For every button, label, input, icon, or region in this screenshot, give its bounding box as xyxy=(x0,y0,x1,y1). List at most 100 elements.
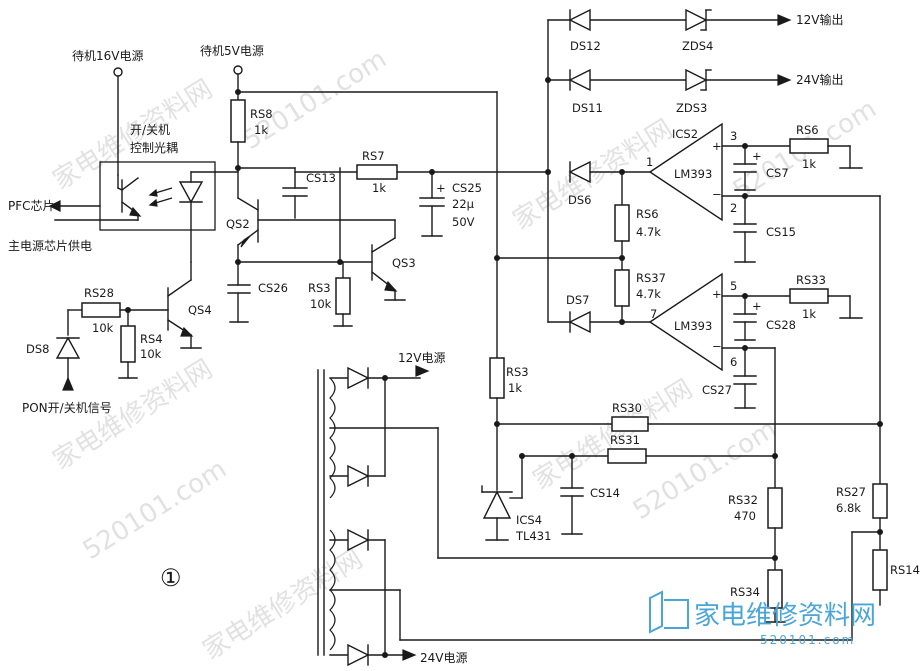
terminal-5v xyxy=(233,65,243,75)
ics2b-minus: − xyxy=(712,339,722,353)
resistor-rs31 xyxy=(607,448,647,464)
ds6-ref: DS6 xyxy=(568,193,591,207)
standby-section: 待机16V电源 待机5V电源 RS8 1k CS13 开/关机 控制光耦 xyxy=(8,44,549,359)
cs14-ref: CS14 xyxy=(590,486,620,500)
pin-2: 2 xyxy=(730,201,737,215)
rs32-value: 470 xyxy=(734,509,756,523)
rs6a-ref: RS6 xyxy=(796,123,819,137)
rs4-value: 10k xyxy=(140,347,162,361)
ics4-part: TL431 xyxy=(515,529,551,543)
rs3b-value: 1k xyxy=(508,381,522,395)
transformer-section: 12V电源 24V电源 xyxy=(317,351,853,667)
resistor-rs27 xyxy=(872,483,888,519)
zds3-ref: ZDS3 xyxy=(676,101,707,115)
resistor-rs33 xyxy=(789,288,829,304)
rs34-ref: RS34 xyxy=(730,585,760,599)
resistor-rs14 xyxy=(872,549,888,591)
rs6a-value: 1k xyxy=(802,157,816,171)
rs30-ref: RS30 xyxy=(612,401,642,415)
ics2-plus: + xyxy=(712,139,722,153)
pin-1: 1 xyxy=(646,155,653,169)
ics2-part: LM393 xyxy=(674,167,712,181)
ics2-minus: − xyxy=(712,187,722,201)
rs28-value: 10k xyxy=(92,321,114,335)
cs27-ref: CS27 xyxy=(702,383,732,397)
rs3a-value: 10k xyxy=(310,297,332,311)
cs28-plus: + xyxy=(752,299,762,313)
cs15-ref: CS15 xyxy=(766,225,796,239)
feedback-section: RS3 1k RS30 RS31 CS14 ICS4 TL431 xyxy=(481,357,920,641)
ds11-ref: DS11 xyxy=(572,101,603,115)
ics2b-part: LM393 xyxy=(674,319,712,333)
resistor-rs6-4k7 xyxy=(614,204,630,242)
resistor-rs8 xyxy=(230,99,246,143)
zds4-ref: ZDS4 xyxy=(682,39,713,53)
watermark-url: 520101.com xyxy=(628,414,782,526)
rs4-ref: RS4 xyxy=(140,332,163,346)
rs8-value: 1k xyxy=(254,123,268,137)
rs14-ref: RS14 xyxy=(890,563,920,577)
comparator-section: DS12 ZDS4 12V输出 DS11 ZDS3 24V输出 DS6 ICS2… xyxy=(494,8,881,489)
pin-7: 7 xyxy=(650,307,657,321)
rs33-value: 1k xyxy=(802,307,816,321)
rs7-ref: RS7 xyxy=(362,149,385,163)
v24-source-label: 24V电源 xyxy=(420,651,467,665)
figure-number: ① xyxy=(160,564,182,592)
watermark-url: 520101.com xyxy=(78,454,232,566)
resistor-rs7 xyxy=(356,164,398,180)
opto-ctrl-label: 控制光耦 xyxy=(130,141,178,155)
rs27-value: 6.8k xyxy=(836,501,861,515)
rs28-ref: RS28 xyxy=(84,286,114,300)
rs6b-value: 4.7k xyxy=(636,225,661,239)
resistor-rs28 xyxy=(81,302,121,318)
ics4-ref: ICS4 xyxy=(516,513,542,527)
rs27-ref: RS27 xyxy=(836,485,866,499)
ds8-ref: DS8 xyxy=(26,342,49,356)
resistor-rs30 xyxy=(611,416,649,432)
cs25-voltage: 50V xyxy=(452,215,475,229)
rs6b-ref: RS6 xyxy=(636,207,659,221)
resistor-rs3-1k xyxy=(489,357,505,399)
rs3a-ref: RS3 xyxy=(308,281,331,295)
standby-16v-label: 待机16V电源 xyxy=(72,49,143,63)
pon-label: PON开/关机信号 xyxy=(22,401,112,415)
qs3-ref: QS3 xyxy=(392,256,416,270)
cs25-value: 22μ xyxy=(452,197,475,211)
cs25-plus: + xyxy=(436,181,446,195)
ds12-ref: DS12 xyxy=(570,39,601,53)
cs26-ref: CS26 xyxy=(258,281,288,295)
main-supply-label: 主电源芯片供电 xyxy=(8,239,92,253)
ds7-ref: DS7 xyxy=(566,293,589,307)
rs8-ref: RS8 xyxy=(250,107,273,121)
pin-6: 6 xyxy=(730,355,737,369)
resistor-rs32 xyxy=(767,487,783,529)
qs2-ref: QS2 xyxy=(226,217,250,231)
comparator-ics2b xyxy=(648,272,723,372)
onoff-label: 开/关机 xyxy=(130,123,170,137)
qs4-ref: QS4 xyxy=(188,303,212,317)
rs31-ref: RS31 xyxy=(610,433,640,447)
out-24v-label: 24V输出 xyxy=(796,72,843,87)
watermark-text: 家电维修资料网 xyxy=(198,544,368,666)
resistor-rs3-10k xyxy=(335,277,351,315)
rs3b-ref: RS3 xyxy=(506,365,529,379)
optocoupler xyxy=(99,161,216,231)
watermark-url: 520101.com xyxy=(238,44,392,156)
terminal-16v xyxy=(113,67,123,77)
rs7-value: 1k xyxy=(372,181,386,195)
cs25-ref: CS25 xyxy=(452,181,482,195)
v12-source-label: 12V电源 xyxy=(398,351,445,365)
brand-text: 家电维修资料网 xyxy=(694,601,876,631)
cs7-ref: CS7 xyxy=(766,166,789,180)
brand-mark-icon xyxy=(649,590,663,634)
rs37-value: 4.7k xyxy=(636,287,661,301)
ics2-ref: ICS2 xyxy=(672,127,698,141)
resistor-rs6-1k xyxy=(789,138,829,154)
out-12v-label: 12V输出 xyxy=(796,12,843,27)
rs37-ref: RS37 xyxy=(636,271,666,285)
pin-3: 3 xyxy=(730,129,737,143)
pfc-label: PFC芯片 xyxy=(8,199,55,213)
resistor-rs37 xyxy=(614,269,630,307)
comparator-ics2 xyxy=(648,122,723,222)
